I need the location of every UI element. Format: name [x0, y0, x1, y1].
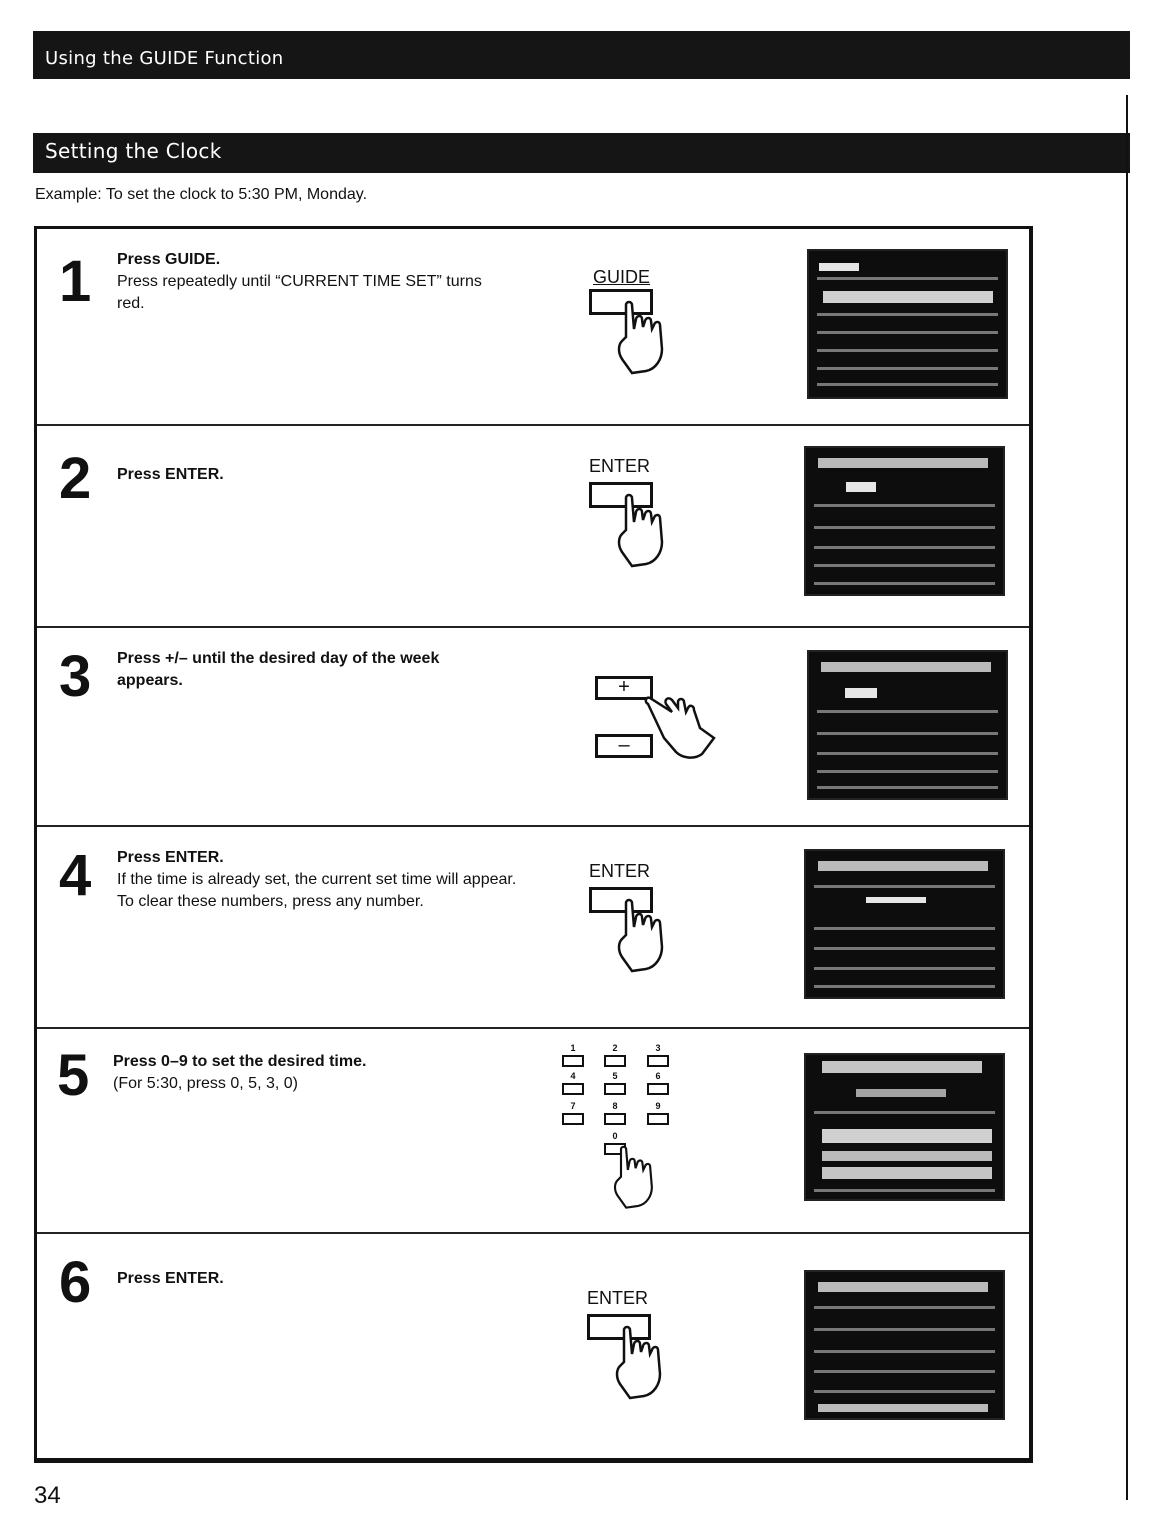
example-text: Example: To set the clock to 5:30 PM, Mo… — [35, 186, 368, 203]
page-number: 34 — [34, 1482, 61, 1509]
key-label: 5 — [612, 1071, 618, 1081]
step-bold-text: Press GUIDE. — [117, 251, 221, 268]
key-7-button[interactable] — [562, 1113, 584, 1125]
step-bold-text: Press ENTER. — [117, 466, 224, 483]
step-5: 5 Press 0–9 to set the desired time. (Fo… — [37, 1029, 1029, 1232]
key-8-button[interactable] — [604, 1113, 626, 1125]
enter-button[interactable] — [587, 1314, 651, 1340]
key-label: 3 — [655, 1043, 661, 1053]
tv-screen-image — [804, 1270, 1005, 1420]
subsection-title: Setting the Clock — [45, 139, 222, 163]
step-bold-text: Press 0–9 to set the desired time. — [113, 1053, 367, 1070]
section-title: Using the GUIDE Function — [45, 48, 284, 69]
key-4-button[interactable] — [562, 1083, 584, 1095]
enter-button[interactable] — [589, 482, 653, 508]
key-3-button[interactable] — [647, 1055, 669, 1067]
tv-screen-image — [804, 1053, 1005, 1201]
key-9-button[interactable] — [647, 1113, 669, 1125]
step-number: 5 — [57, 1043, 90, 1108]
step-divider — [37, 424, 1029, 426]
step-3: 3 Press +/– until the desired day of the… — [37, 628, 1029, 825]
key-label: 1 — [570, 1043, 576, 1053]
step-bold-text: Press ENTER. — [117, 1270, 224, 1287]
step-bold-text: Press ENTER. — [117, 849, 224, 866]
right-margin-rule — [1126, 95, 1128, 1500]
step-divider — [37, 825, 1029, 827]
key-label: 6 — [655, 1071, 661, 1081]
step-divider — [37, 626, 1029, 628]
step-number: 6 — [59, 1250, 92, 1315]
steps-panel: 1 Press GUIDE. Press repeatedly until “C… — [34, 226, 1033, 1463]
key-label: 0 — [612, 1131, 618, 1141]
step-detail-text: If the time is already set, the current … — [117, 871, 517, 910]
step-divider — [37, 1232, 1029, 1234]
enter-button-label: ENTER — [589, 456, 651, 476]
enter-button-label: ENTER — [587, 1288, 649, 1308]
step-instruction: Press GUIDE. Press repeatedly until “CUR… — [117, 249, 517, 315]
key-5-button[interactable] — [604, 1083, 626, 1095]
plus-button[interactable]: + — [595, 676, 653, 700]
hand-pointer-icon — [613, 1145, 653, 1209]
step-instruction: Press ENTER. If the time is already set,… — [117, 847, 517, 913]
step-number: 2 — [59, 446, 92, 511]
minus-button[interactable]: – — [595, 734, 653, 758]
step-number: 3 — [59, 644, 92, 709]
key-label: 7 — [570, 1101, 576, 1111]
step-detail-text: Press repeatedly until “CURRENT TIME SET… — [117, 273, 482, 312]
hand-pointer-icon — [617, 300, 664, 375]
hand-pointer-icon — [615, 1325, 662, 1400]
enter-button-label: ENTER — [589, 861, 651, 881]
key-label: 9 — [655, 1101, 661, 1111]
step-detail-text: (For 5:30, press 0, 5, 3, 0) — [113, 1075, 298, 1092]
key-label: 2 — [612, 1043, 618, 1053]
hand-pointer-icon — [644, 696, 716, 759]
step-2: 2 Press ENTER. ENTER — [37, 426, 1029, 626]
step-1: 1 Press GUIDE. Press repeatedly until “C… — [37, 229, 1029, 424]
hand-pointer-icon — [617, 493, 664, 568]
tv-screen-image — [804, 849, 1005, 999]
enter-button[interactable] — [589, 887, 653, 913]
hand-pointer-icon — [617, 898, 664, 973]
step-6: 6 Press ENTER. ENTER — [37, 1234, 1029, 1459]
tv-screen-image — [804, 446, 1005, 596]
step-instruction: Press 0–9 to set the desired time. (For … — [113, 1051, 513, 1095]
key-label: 4 — [570, 1071, 576, 1081]
key-6-button[interactable] — [647, 1083, 669, 1095]
step-instruction: Press ENTER. — [117, 464, 517, 486]
step-number: 1 — [59, 249, 92, 314]
step-divider — [37, 1027, 1029, 1029]
subsection-header-bar: Setting the Clock — [33, 133, 1130, 173]
tv-screen-image — [807, 650, 1008, 800]
step-4: 4 Press ENTER. If the time is already se… — [37, 827, 1029, 1027]
step-instruction: Press ENTER. — [117, 1268, 517, 1290]
key-label: 8 — [612, 1101, 618, 1111]
section-header-bar: Using the GUIDE Function — [33, 31, 1130, 79]
guide-button[interactable] — [589, 289, 653, 315]
guide-button-label: GUIDE — [593, 267, 651, 287]
tv-screen-image — [807, 249, 1008, 399]
key-2-button[interactable] — [604, 1055, 626, 1067]
step-bold-text: Press +/– until the desired day of the w… — [117, 650, 440, 689]
key-1-button[interactable] — [562, 1055, 584, 1067]
step-instruction: Press +/– until the desired day of the w… — [117, 648, 497, 692]
step-number: 4 — [59, 843, 92, 908]
